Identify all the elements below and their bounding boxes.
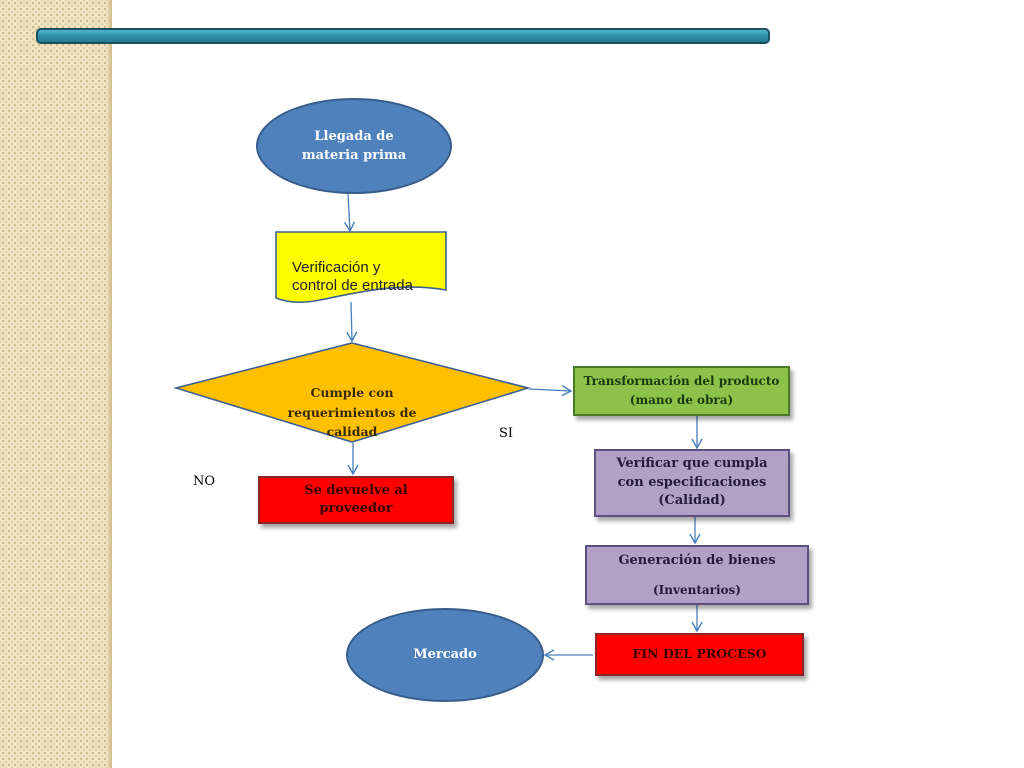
edge-label-no: NO	[193, 474, 216, 489]
process-node-verificar-label: Verificar que cumpla con especificacione…	[616, 455, 768, 509]
terminal-node-mercado: Mercado	[346, 608, 544, 702]
document-node-label: Verificación y control de entrada	[292, 259, 413, 294]
end-node-fin: FIN DEL PROCESO	[595, 633, 804, 676]
process-node-verificar: Verificar que cumpla con especificacione…	[594, 449, 790, 517]
connector-llegada-verificacion	[343, 193, 356, 233]
connector-verificacion-cumple	[346, 301, 358, 343]
process-node-devuelve: Se devuelve al proveedor	[258, 476, 454, 524]
document-node-verificacion: Verificación y control de entrada	[292, 241, 442, 295]
edge-label-si: SI	[499, 426, 514, 441]
decision-node-cumple: Cumple con requerimientos de calidad	[272, 364, 432, 442]
process-node-generacion-sub: (Inventarios)	[653, 582, 741, 597]
process-node-generacion: Generación de bienes (Inventarios)	[585, 545, 809, 605]
terminal-node-mercado-label: Mercado	[413, 647, 477, 663]
end-node-fin-label: FIN DEL PROCESO	[632, 646, 767, 662]
title-bar-decoration	[36, 28, 770, 44]
start-node-label: Llegada de materia prima	[301, 128, 407, 164]
process-node-transformacion-label: Transformación del producto (mano de obr…	[583, 373, 780, 407]
start-node-llegada: Llegada de materia prima	[256, 98, 452, 194]
process-node-transformacion: Transformación del producto (mano de obr…	[573, 366, 790, 416]
document-shape	[275, 231, 447, 303]
decision-diamond-shape	[173, 342, 531, 443]
decision-node-label: Cumple con requerimientos de calidad	[287, 385, 417, 440]
connector-cumple-transformacion	[528, 384, 573, 397]
process-node-generacion-title: Generación de bienes	[618, 553, 776, 568]
decorative-side-strip	[0, 0, 112, 768]
process-node-devuelve-label: Se devuelve al proveedor	[304, 482, 408, 516]
